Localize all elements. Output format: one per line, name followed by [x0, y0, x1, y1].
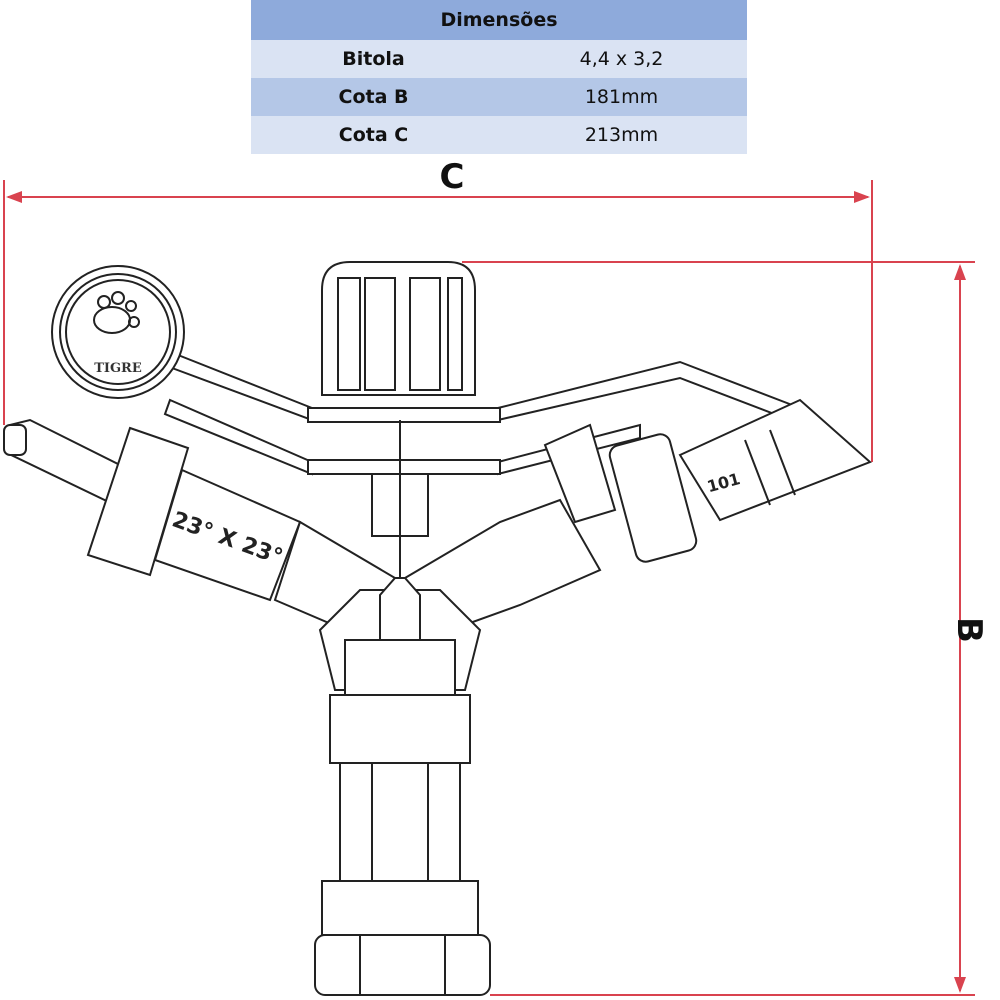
top-cap [321, 261, 476, 396]
sprinkler-body [314, 577, 491, 996]
logo-text: TIGRE [94, 361, 142, 376]
row-value: 181mm [496, 78, 747, 116]
dimension-c-label: C [440, 157, 465, 197]
dimension-b: B [462, 261, 989, 996]
row-label: Cota C [251, 116, 496, 154]
table-title: Dimensões [251, 0, 747, 40]
row-label: Cota B [251, 78, 496, 116]
right-nozzle: 101 [403, 398, 872, 634]
dimension-c: C [3, 157, 873, 462]
row-value: 4,4 x 3,2 [496, 40, 747, 78]
tigre-logo: TIGRE [51, 265, 185, 399]
dimension-b-label: B [949, 617, 989, 643]
row-value: 213mm [496, 116, 747, 154]
left-nozzle: 23° X 23° [3, 418, 397, 634]
row-label: Bitola [251, 40, 496, 78]
